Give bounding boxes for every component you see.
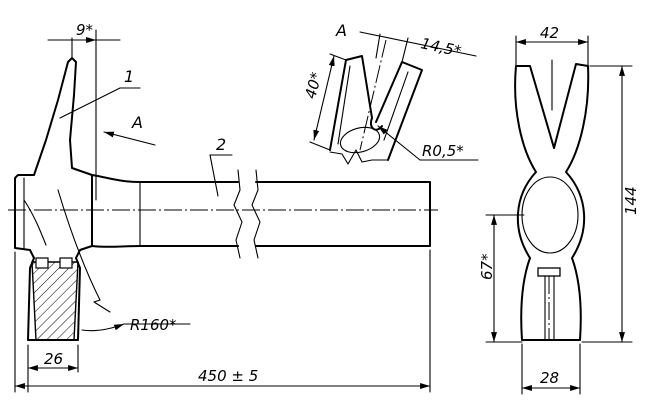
leader-part2 — [209, 154, 219, 197]
callout-part1: 1 — [124, 67, 134, 86]
eye-hatched-section — [31, 261, 79, 341]
dim-eye-height: 67* — [478, 253, 496, 280]
dim-side-bottom-width: 28 — [540, 369, 559, 387]
dim-face-width: 26 — [44, 350, 63, 368]
claw-inner-curve — [57, 189, 111, 313]
handle-outline — [91, 174, 431, 248]
dim-line-slot-depth — [313, 55, 335, 141]
side-view: 42 144 67* 28 — [478, 24, 640, 395]
dim-line-slot-root-radius — [377, 125, 421, 161]
view-a-title: A — [335, 21, 347, 40]
hammer-head-outline — [14, 57, 93, 341]
dim-side-height: 144 — [622, 186, 640, 215]
dim-line-claw-radius — [81, 323, 125, 332]
wedge-left — [35, 257, 49, 269]
side-wedge — [537, 267, 561, 277]
dim-slot-depth: 40* — [301, 70, 325, 101]
dim-side-top-width: 42 — [540, 24, 559, 42]
side-view-outline — [514, 63, 590, 341]
leader-part1 — [59, 87, 121, 119]
handle-break-right — [251, 169, 261, 259]
view-a-arrow-label: A — [131, 113, 143, 132]
dim-slot-root-radius: R0,5* — [422, 142, 464, 160]
claw-prong-left — [329, 55, 373, 151]
detail-break-line — [329, 149, 389, 165]
detail-eye-oval — [339, 126, 381, 154]
head-curve — [23, 199, 47, 246]
handle-break-left — [233, 169, 243, 259]
dim-slot-width: 14,5* — [419, 34, 463, 60]
wedge-right — [59, 257, 73, 269]
view-a-arrow — [103, 131, 156, 146]
front-view: 9* 1 A 2 R160* 26 450 ± 5 — [8, 21, 438, 393]
claw-prong-right — [375, 61, 423, 161]
dim-line-slot-width — [359, 31, 477, 57]
dim-claw-gap-top: 9* — [76, 21, 94, 39]
dim-overall-length: 450 ± 5 — [198, 367, 258, 385]
dim-claw-radius: R160* — [130, 316, 177, 334]
side-eye-oval — [521, 176, 579, 254]
view-a-detail: A 40* 14,5* R0,5* — [301, 21, 479, 165]
callout-part2: 2 — [216, 135, 226, 154]
